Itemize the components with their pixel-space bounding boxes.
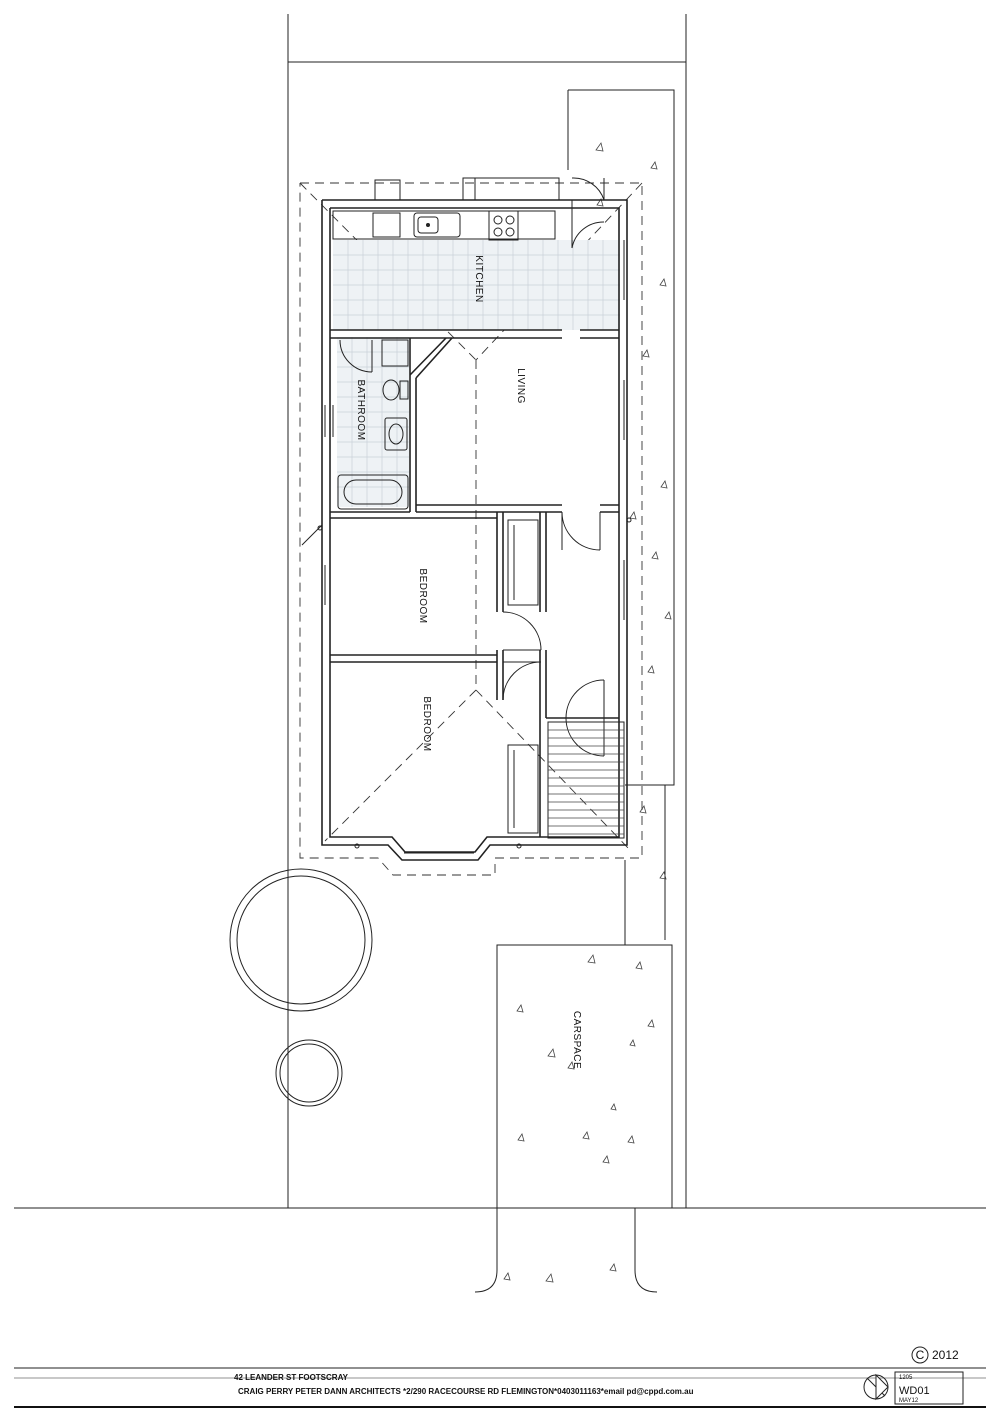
front-porch: [547, 721, 625, 839]
kitchen-bench: [332, 210, 556, 240]
project-address: 42 LEANDER ST FOOTSCRAY: [234, 1373, 349, 1382]
drawing-date: MAY12: [899, 1398, 919, 1404]
copyright-mark: C 2012: [911, 1346, 959, 1364]
kitchen-tile: [333, 240, 620, 330]
job-number: 1205: [899, 1375, 913, 1381]
door-bedroom-2-icon: [502, 661, 542, 701]
room-label-living: LIVING: [515, 368, 526, 404]
room-label-kitchen: KITCHEN: [473, 255, 484, 302]
cooktop-icon: [488, 210, 519, 241]
side-path: [567, 89, 675, 945]
north-point-icon: [863, 1373, 889, 1401]
door-living-icon: [561, 511, 601, 551]
carspace-slab: [496, 944, 673, 1209]
kitchen-sink-icon: [413, 212, 461, 238]
site-boundary: [14, 14, 986, 1209]
concrete-hatch: [503, 142, 672, 1283]
copyright-symbol: C: [916, 1348, 925, 1362]
basin-icon: [384, 417, 408, 451]
driveway-crossover: [474, 1208, 658, 1293]
tree-large: [229, 868, 373, 1012]
meter-marker: [301, 517, 632, 849]
room-label-bedroom-2: BEDROOM: [421, 696, 432, 751]
room-label-bathroom: BATHROOM: [355, 379, 366, 440]
robe-bedroom-1: [507, 519, 539, 606]
door-bathroom-icon: [339, 339, 373, 373]
bathtub-icon: [337, 474, 409, 510]
room-label-bedroom-1: BEDROOM: [417, 568, 428, 623]
drawing-number: WD01: [899, 1385, 930, 1397]
chimney-flues: [374, 177, 560, 201]
door-rear-icon: [571, 177, 605, 249]
external-walls: [321, 199, 628, 861]
tree-small: [275, 1039, 343, 1107]
toilet-icon: [382, 379, 409, 401]
bathroom-tile: [337, 337, 409, 507]
robe-bedroom-2: [507, 744, 539, 834]
copyright-year: 2012: [932, 1348, 959, 1362]
windows: [324, 240, 625, 854]
architect-details: CRAIG PERRY PETER DANN ARCHITECTS *2/290…: [238, 1387, 694, 1396]
vanity-icon: [381, 339, 409, 367]
door-bedroom-1-icon: [502, 611, 542, 651]
internal-walls: [330, 329, 619, 837]
room-label-carspace: CARSPACE: [571, 1011, 582, 1069]
door-front-icon: [565, 679, 605, 757]
title-block: 42 LEANDER ST FOOTSCRAY CRAIG PERRY PETE…: [14, 1367, 986, 1408]
